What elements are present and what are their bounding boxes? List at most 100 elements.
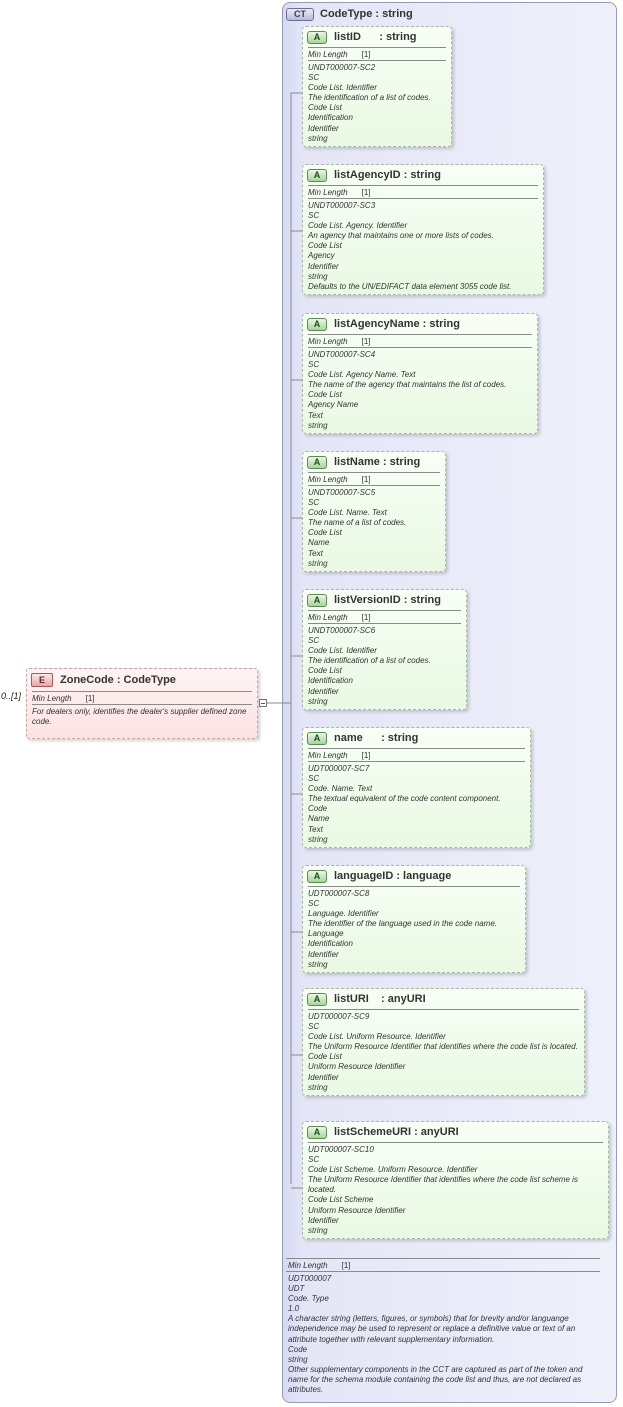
doc-line: Language	[308, 929, 344, 939]
complex-type-header[interactable]: CT CodeType : string	[286, 6, 413, 22]
facet-value: [1]	[361, 336, 371, 346]
doc-line: Code List. Name. Text	[308, 508, 387, 518]
doc-line: The textual equivalent of the code conte…	[308, 794, 501, 804]
doc-line: Identification	[308, 676, 353, 686]
doc-line: For dealers only, identifies the dealer'…	[32, 707, 247, 727]
attribute-icon: A	[307, 869, 327, 883]
facet-label: Min Length	[308, 750, 348, 760]
facet-label: Min Length	[308, 187, 348, 197]
attribute-title: listID : string	[334, 31, 417, 43]
facet-value: [1]	[361, 187, 371, 197]
doc-line: Identifier	[308, 123, 339, 133]
doc-line: Text	[308, 410, 323, 420]
doc-line: Identifier	[308, 949, 339, 959]
doc-line: Agency	[308, 251, 335, 261]
doc-line: UDT000007-SC9	[308, 1012, 370, 1021]
doc-line: string	[308, 1225, 328, 1235]
doc-line: The Uniform Resource Identifier that ide…	[308, 1175, 578, 1195]
doc-line: Code List. Agency Name. Text	[308, 370, 416, 380]
facet-value: [1]	[361, 474, 371, 484]
attribute-title: listURI : anyURI	[334, 993, 426, 1005]
doc-line: Defaults to the UN/EDIFACT data element …	[308, 281, 512, 291]
doc-line: Identifier	[308, 1072, 339, 1082]
facet-label: Min Length	[32, 693, 72, 703]
doc-line: UNDT000007-SC6	[308, 626, 376, 635]
facet-value: [1]	[361, 750, 371, 760]
attribute-title: listAgencyID : string	[334, 169, 441, 181]
doc-line: SC	[308, 1155, 320, 1165]
doc-line: Uniform Resource Identifier	[308, 1205, 406, 1215]
attribute-icon: A	[307, 168, 327, 182]
complex-type-title: CodeType : string	[320, 8, 413, 20]
attribute-title: listVersionID : string	[334, 594, 441, 606]
facet-min-length: Min Length [1]	[303, 335, 537, 347]
doc-line: Code	[308, 804, 328, 814]
doc-line: Language. Identifier	[308, 909, 379, 919]
doc-line: 1.0	[288, 1304, 300, 1314]
doc-line: Identifier	[308, 686, 339, 696]
attribute-title: listSchemeURI : anyURI	[334, 1126, 459, 1138]
doc-line: The identification of a list of codes.	[308, 93, 431, 103]
divider	[286, 1258, 600, 1259]
divider	[308, 1009, 579, 1010]
doc-line: Code List	[308, 103, 342, 113]
attribute-icon: A	[307, 30, 327, 44]
element-zonecode[interactable]: E ZoneCode : CodeType Min Length [1] For…	[26, 668, 258, 739]
doc-line: Text	[308, 824, 323, 834]
doc-line: The Uniform Resource Identifier that ide…	[308, 1042, 578, 1052]
facet-min-length: Min Length [1]	[286, 1259, 600, 1271]
divider	[308, 748, 525, 749]
attribute-icon: A	[307, 317, 327, 331]
doc-line: string	[308, 133, 328, 143]
doc-line: Identifier	[308, 261, 339, 271]
doc-line: UNDT000007-SC2	[308, 63, 376, 72]
divider	[308, 886, 520, 887]
doc-line: SC	[308, 211, 320, 221]
doc-line: Code List. Agency. Identifier	[308, 221, 408, 231]
doc-line: UDT000007	[288, 1274, 332, 1283]
doc-line: UNDT000007-SC3	[308, 201, 376, 210]
doc-line: string	[308, 1082, 328, 1092]
doc-line: Code List	[308, 390, 342, 400]
element-title: ZoneCode : CodeType	[60, 674, 176, 686]
doc-line: Name	[308, 814, 330, 824]
divider	[32, 704, 252, 705]
doc-line: Code List	[308, 241, 342, 251]
facet-min-length: Min Length [1]	[303, 186, 543, 198]
doc-line: UDT000007-SC8	[308, 889, 370, 898]
doc-line: An agency that maintains one or more lis…	[308, 231, 494, 241]
doc-line: UDT000007-SC7	[308, 764, 370, 773]
facet-label: Min Length	[308, 474, 348, 484]
attribute-title: listName : string	[334, 456, 421, 468]
facet-label: Min Length	[308, 336, 348, 346]
doc-line: Code. Type	[288, 1294, 329, 1304]
facet-value: [1]	[341, 1260, 351, 1270]
doc-line: SC	[308, 73, 320, 83]
attribute-icon: A	[307, 1125, 327, 1139]
doc-line: string	[308, 558, 328, 568]
attribute-icon: A	[307, 731, 327, 745]
doc-line: string	[308, 696, 328, 706]
doc-line: SC	[308, 899, 320, 909]
facet-label: Min Length	[308, 49, 348, 59]
doc-line: Identification	[308, 113, 353, 123]
doc-line: The name of the agency that maintains th…	[308, 380, 507, 390]
doc-line: Identifier	[308, 1215, 339, 1225]
doc-line: A character string (letters, figures, or…	[288, 1314, 576, 1344]
collapse-toggle-icon[interactable]	[259, 699, 267, 707]
doc-line: string	[308, 271, 328, 281]
